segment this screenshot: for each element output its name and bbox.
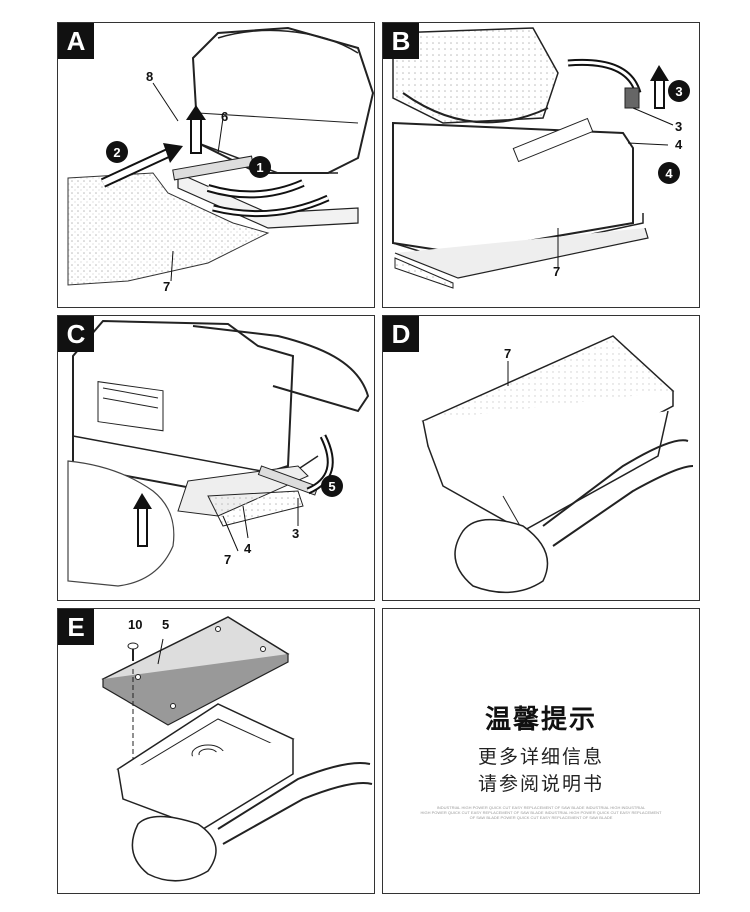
lift-arrow — [186, 105, 206, 120]
panel-b-illustration — [392, 27, 674, 289]
panel-e-illustration — [101, 616, 373, 882]
insert-arrow — [163, 143, 183, 163]
label-3: 3 — [292, 526, 300, 541]
panel-d-illustration — [421, 335, 694, 594]
panel-d-badge: D — [383, 316, 419, 352]
fine-print-3: OF SAW BLADE POWER QUICK CUT EASY REPLAC… — [469, 815, 613, 820]
tips-title: 温馨提示 — [484, 705, 597, 735]
label-4: 4 — [244, 541, 252, 556]
step-2-badge: 2 — [106, 141, 128, 163]
label-7: 7 — [163, 279, 171, 294]
label-5: 5 — [162, 617, 170, 632]
base-plate — [394, 227, 649, 279]
step-4-badge: 4 — [658, 162, 680, 184]
panel-e-badge: E — [58, 609, 94, 645]
step-3-badge: 3 — [668, 80, 690, 102]
panel-b-badge: B — [383, 23, 419, 59]
panel-c-badge: C — [58, 316, 94, 352]
screw-icon — [127, 642, 139, 650]
panel-c-illustration — [67, 319, 370, 587]
panel-b: B 3 4 7 3 4 — [382, 22, 700, 308]
sanding-sheet — [67, 172, 270, 286]
label-8: 8 — [146, 69, 154, 84]
fine-print-2: HIGH POWER QUICK CUT EASY REPLACEMENT OF… — [420, 810, 662, 815]
tips-line-2: 请参阅说明书 — [477, 773, 604, 795]
tips-panel: 温馨提示 更多详细信息 请参阅说明书 INDUSTRIAL HIGH POWER… — [382, 608, 700, 894]
panel-c: C 7 4 3 5 — [57, 315, 375, 601]
label-10: 10 — [128, 617, 143, 632]
clamp-lever — [172, 155, 254, 181]
label-7: 7 — [224, 552, 232, 567]
label-7: 7 — [504, 346, 512, 361]
lift-arrow — [650, 65, 669, 81]
tips-line-1: 更多详细信息 — [477, 746, 604, 768]
hand-illustration — [67, 460, 175, 587]
label-7: 7 — [553, 264, 561, 279]
clamp-lever — [257, 465, 319, 496]
panel-a: A 8 6 7 1 2 — [57, 22, 375, 308]
label-4: 4 — [675, 137, 683, 152]
panel-e: E 10 5 — [57, 608, 375, 894]
panel-a-illustration — [67, 26, 374, 286]
label-6: 6 — [221, 109, 229, 124]
panel-d: D 7 — [382, 315, 700, 601]
push-arrow — [133, 493, 152, 509]
panel-a-badge: A — [58, 23, 94, 59]
label-3: 3 — [675, 119, 683, 134]
sanding-sheet — [207, 490, 304, 527]
step-1-badge: 1 — [249, 156, 271, 178]
step-5-badge: 5 — [321, 475, 343, 497]
fine-print-1: INDUSTRIAL HIGH POWER QUICK CUT EASY REP… — [436, 805, 646, 810]
